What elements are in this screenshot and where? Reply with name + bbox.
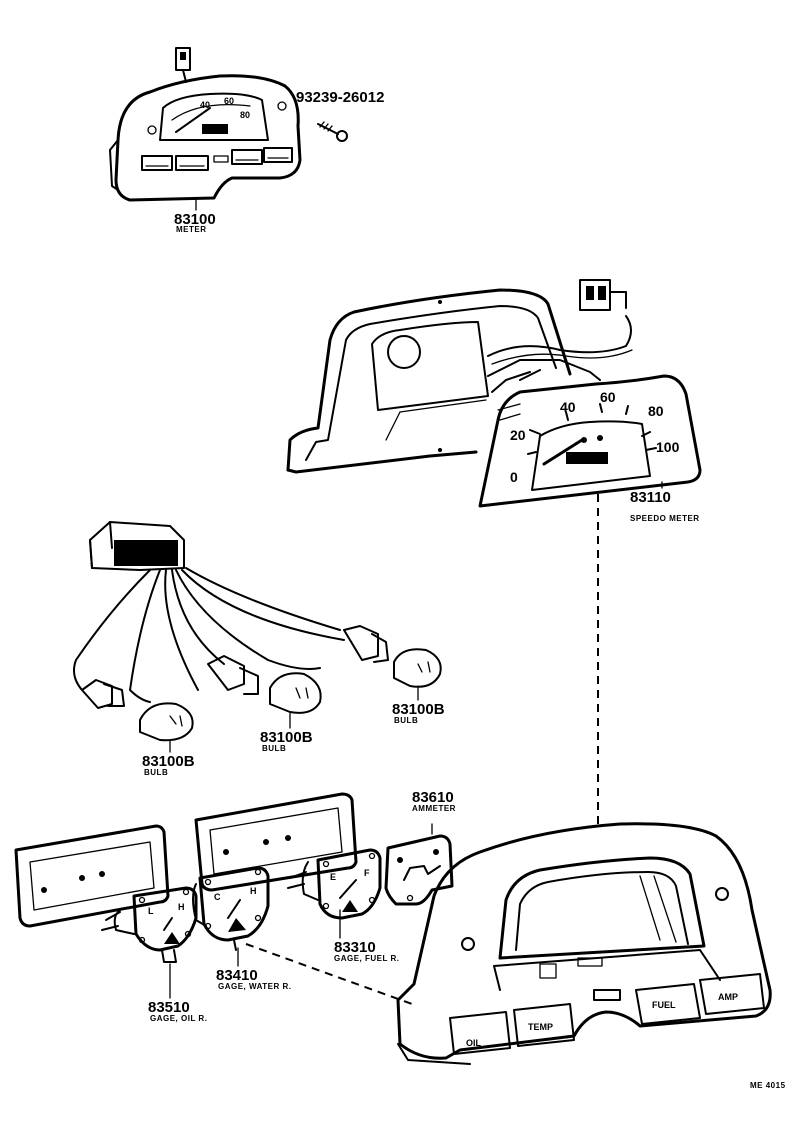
label-83100: 83100 METER bbox=[174, 211, 216, 234]
speed-mark-0: 0 bbox=[510, 469, 518, 485]
bulb-left bbox=[139, 702, 194, 742]
bulb-middle bbox=[269, 672, 322, 714]
label-83510: 83510 GAGE, OIL R. bbox=[148, 999, 207, 1023]
bulb-right bbox=[393, 648, 442, 688]
water-gage-mark-cold: C bbox=[214, 892, 221, 902]
svg-text:METER: METER bbox=[176, 225, 207, 234]
svg-text:GAGE, OIL R.: GAGE, OIL R. bbox=[150, 1014, 207, 1023]
svg-text:93239-26012: 93239-26012 bbox=[296, 89, 384, 106]
speed-mark-40: 40 bbox=[560, 399, 576, 415]
screw bbox=[317, 121, 348, 142]
svg-text:83100B: 83100B bbox=[392, 701, 445, 718]
speedometer-housing bbox=[286, 279, 633, 474]
water-gage-mark-hot: H bbox=[250, 886, 257, 896]
speed-mark-60: 60 bbox=[600, 389, 616, 405]
fuel-gage-mark-empty: E bbox=[330, 872, 336, 882]
cluster-label-oil: OIL bbox=[466, 1038, 482, 1048]
meter-assembly: 40 60 80 bbox=[109, 47, 302, 202]
ammeter bbox=[384, 823, 454, 906]
svg-text:BULB: BULB bbox=[262, 744, 286, 753]
svg-text:83310: 83310 bbox=[334, 939, 376, 956]
svg-text:BULB: BULB bbox=[144, 768, 168, 777]
svg-text:83100B: 83100B bbox=[260, 729, 313, 746]
svg-text:83410: 83410 bbox=[216, 967, 258, 984]
svg-text:GAGE, FUEL R.: GAGE, FUEL R. bbox=[334, 954, 399, 963]
speed-mark-100: 100 bbox=[656, 439, 680, 455]
oil-gage: L H bbox=[101, 886, 198, 963]
svg-text:GAGE, WATER R.: GAGE, WATER R. bbox=[218, 982, 292, 991]
water-gage: C H bbox=[192, 866, 270, 951]
svg-text:83110: 83110 bbox=[630, 489, 671, 506]
label-bulb-left: 83100B BULB bbox=[142, 753, 195, 777]
speed-mark-80: 80 bbox=[648, 403, 664, 419]
svg-text:SPEEDO METER: SPEEDO METER bbox=[630, 514, 700, 523]
svg-text:40: 40 bbox=[200, 100, 210, 110]
svg-text:80: 80 bbox=[240, 110, 250, 120]
label-bulb-right: 83100B BULB bbox=[392, 701, 445, 725]
label-83610: 83610 AMMETER bbox=[412, 789, 456, 813]
fuel-gage-mark-full: F bbox=[364, 868, 370, 878]
oil-gage-mark-high: H bbox=[178, 902, 185, 912]
fuel-gage: E F bbox=[287, 848, 382, 920]
cluster-label-amp: AMP bbox=[718, 992, 738, 1002]
svg-text:AMMETER: AMMETER bbox=[412, 804, 456, 813]
label-bulb-middle: 83100B BULB bbox=[260, 729, 313, 753]
gauge-leader-line bbox=[245, 943, 413, 1005]
wire-harness bbox=[73, 521, 389, 709]
label-93239-26012: 93239-26012 bbox=[296, 89, 384, 106]
gauge-plate-left bbox=[14, 824, 170, 928]
figure-code: ME 4015 bbox=[750, 1081, 786, 1090]
label-83410: 83410 GAGE, WATER R. bbox=[216, 967, 292, 991]
label-83110: 83110 SPEEDO METER bbox=[630, 489, 700, 523]
svg-text:BULB: BULB bbox=[394, 716, 418, 725]
svg-text:83100B: 83100B bbox=[142, 753, 195, 770]
svg-text:83510: 83510 bbox=[148, 999, 190, 1016]
svg-text:83100: 83100 bbox=[174, 211, 216, 228]
cluster-label-fuel: FUEL bbox=[652, 1000, 676, 1010]
label-83310: 83310 GAGE, FUEL R. bbox=[334, 939, 399, 963]
speed-mark-20: 20 bbox=[510, 427, 526, 443]
svg-text:60: 60 bbox=[224, 96, 234, 106]
speedometer-face: 0 20 40 60 80 100 bbox=[478, 374, 702, 508]
svg-text:83610: 83610 bbox=[412, 789, 454, 806]
cluster-housing: OIL TEMP FUEL AMP bbox=[396, 822, 772, 1065]
cluster-label-temp: TEMP bbox=[528, 1022, 553, 1032]
oil-gage-mark-low: L bbox=[148, 906, 154, 916]
gauge-plate-middle bbox=[194, 792, 358, 892]
